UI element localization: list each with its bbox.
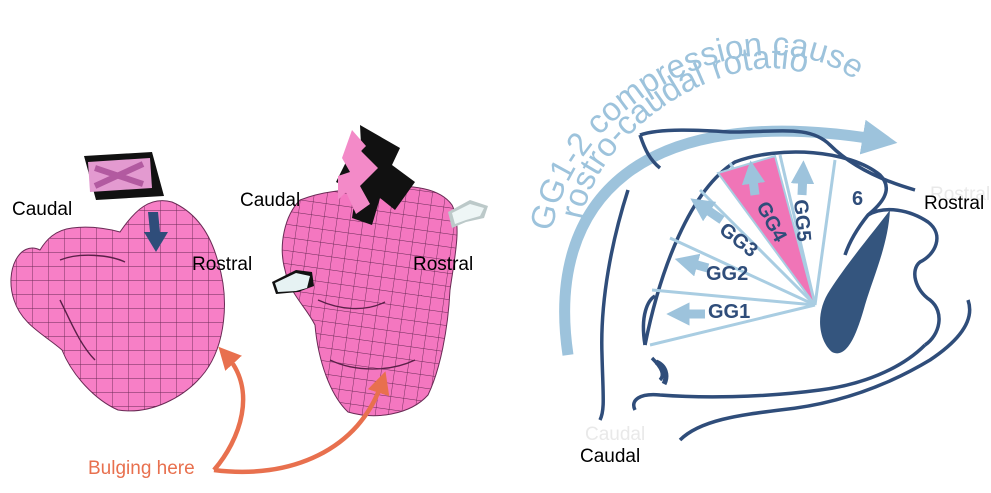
- tongue-surface: [643, 150, 888, 346]
- gg3-arrow: [690, 198, 725, 224]
- rostral-ghost-label: Rostral: [930, 184, 990, 205]
- left-rostral-label: Rostral: [192, 254, 252, 275]
- middle-mesh-fold: [317, 299, 416, 370]
- middle-compression-arrow: [272, 270, 314, 294]
- chin-outline: [632, 343, 927, 411]
- middle-caudal-label: Caudal: [240, 190, 300, 211]
- gg2-arrow: [674, 253, 710, 277]
- neck-outline: [678, 299, 972, 442]
- middle-tissue-model: Caudal Rostral: [240, 125, 488, 417]
- left-caudal-label: Caudal: [12, 199, 72, 220]
- segment-label-gg3: GG3: [715, 219, 762, 262]
- middle-rostral-label: Rostral: [413, 254, 473, 275]
- segment-label-gg2: GG2: [706, 263, 748, 285]
- bulging-label: Bulging here: [88, 458, 195, 479]
- left-mesh-body: [10, 200, 225, 412]
- left-tissue-model: Caudal Rostral: [10, 152, 252, 412]
- segment-label-6: 6: [852, 188, 863, 210]
- gg-segment-arrows: [666, 160, 815, 326]
- segment-label-gg1: GG1: [708, 301, 750, 323]
- palate-outline: [639, 128, 916, 192]
- gg4-arrow: [741, 160, 766, 196]
- epiglottis-outline: [641, 294, 665, 382]
- gg-fan-lines: [649, 154, 837, 347]
- lip-outline: [867, 207, 941, 347]
- caudal-ghost-label: Caudal: [585, 424, 645, 445]
- middle-pink-cross-arrows: [336, 125, 415, 225]
- segment-label-gg5: GG5: [789, 199, 815, 243]
- gg5-arrow: [790, 160, 815, 196]
- left-compression-arrow: [144, 212, 168, 252]
- middle-rostral-arrow: [448, 200, 488, 228]
- bulge-arrow-left: [212, 346, 246, 472]
- pharynx-outline: [598, 134, 662, 421]
- jaw-bone: [820, 210, 890, 354]
- tongue-caudal-label: Caudal: [580, 446, 640, 467]
- hyoid-hook: [654, 359, 669, 386]
- bulge-arrow-right: [213, 371, 390, 475]
- tongue-rostral-label: Rostral: [924, 193, 984, 214]
- left-pink-cube-arrows: [84, 152, 164, 200]
- bulging-annotation: Bulging here: [88, 346, 390, 479]
- left-mesh-fold: [59, 254, 126, 361]
